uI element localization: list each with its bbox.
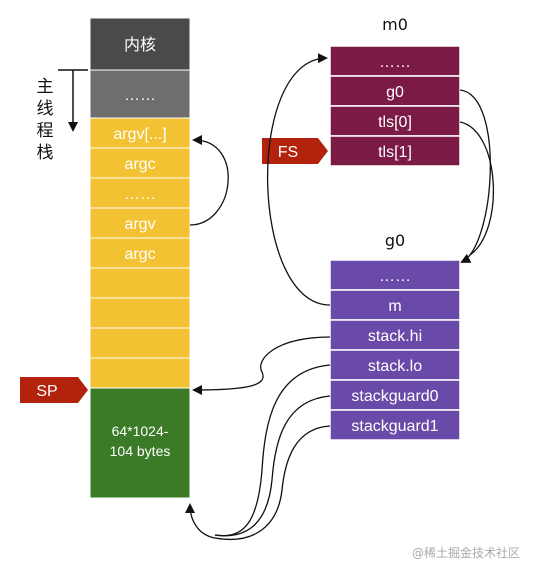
main-stack-cell bbox=[89, 327, 191, 359]
g0-cell bbox=[329, 319, 461, 351]
g0-title: g0 bbox=[385, 231, 405, 250]
m0-cell-text: …… bbox=[379, 54, 411, 71]
g0-cell-text: stackguard0 bbox=[351, 388, 438, 405]
watermark: @稀土掘金技术社区 bbox=[412, 545, 520, 560]
stack-lo-curve bbox=[214, 364, 331, 537]
main-stack-cell bbox=[89, 267, 191, 299]
g0-m-to-m0-arrow bbox=[266, 53, 331, 306]
g0-cell-text: stack.hi bbox=[368, 328, 422, 345]
main-stack-column: 内核 …… argv[...] argc …… argv argc 64*1024- 104 b… bbox=[89, 17, 191, 499]
fs-label: FS bbox=[278, 144, 298, 161]
main-stack-cell-text: …… bbox=[124, 186, 156, 203]
main-stack-cell bbox=[89, 69, 191, 119]
main-stack-cell bbox=[89, 207, 191, 239]
m0-cell-text: tls[0] bbox=[378, 114, 412, 131]
g0-cell-text: stackguard1 bbox=[351, 418, 438, 435]
stackguard1-to-stack-bottom-arrow bbox=[185, 425, 331, 540]
m0-cell-text: g0 bbox=[386, 84, 404, 101]
stackguard0-curve bbox=[214, 395, 331, 537]
main-stack-cell bbox=[89, 297, 191, 329]
main-stack-cell-text: …… bbox=[124, 87, 156, 104]
side-label-char: 主 bbox=[37, 77, 54, 97]
side-label-char: 程 bbox=[37, 121, 54, 141]
reserved-stack-block bbox=[89, 387, 191, 499]
m0-struct: …… g0 tls[0] tls[1] bbox=[329, 45, 461, 167]
m0-g0-to-g0-arrow bbox=[459, 89, 491, 263]
m0-cell bbox=[329, 135, 461, 167]
g0-cell bbox=[329, 409, 461, 441]
g0-cell-text: stack.lo bbox=[368, 358, 422, 375]
main-stack-cell-text: argc bbox=[124, 246, 155, 263]
g0-struct: …… m stack.hi stack.lo stackguard0 stackguard… bbox=[329, 259, 461, 441]
m0-cell-text: tls[1] bbox=[378, 144, 412, 161]
main-stack-cell bbox=[89, 357, 191, 389]
g0-cell bbox=[329, 289, 461, 321]
tls0-curve bbox=[459, 121, 495, 256]
stack-hi-to-sp-arrow bbox=[192, 336, 331, 395]
main-stack-cell-text: argv bbox=[124, 216, 155, 233]
main-stack-cell bbox=[89, 117, 191, 149]
fs-pointer: FS bbox=[262, 138, 328, 164]
side-label-char: 线 bbox=[37, 99, 54, 119]
main-stack-cell bbox=[89, 147, 191, 179]
main-stack-cell-text: 内核 bbox=[124, 36, 156, 54]
argv-to-argv-array-arrow bbox=[189, 135, 229, 226]
sp-pointer: SP bbox=[20, 377, 88, 403]
main-stack-cell bbox=[89, 17, 191, 71]
connectors bbox=[185, 53, 495, 540]
side-label-char: 栈 bbox=[37, 143, 54, 163]
main-stack-cell-text: argc bbox=[124, 156, 155, 173]
m0-title: m0 bbox=[382, 15, 408, 34]
g0-cell-text: …… bbox=[379, 268, 411, 285]
main-stack-cell-text: argv[...] bbox=[113, 126, 166, 143]
m0-cell bbox=[329, 105, 461, 137]
g0-cell bbox=[329, 379, 461, 411]
reserved-stack-text-line2: 104 bytes bbox=[110, 443, 171, 459]
g0-cell bbox=[329, 259, 461, 291]
g0-cell-text: m bbox=[388, 298, 401, 315]
main-stack-cell bbox=[89, 237, 191, 269]
reserved-stack-text-line1: 64*1024- bbox=[112, 423, 169, 439]
sp-label: SP bbox=[36, 383, 57, 400]
main-stack-cell bbox=[89, 177, 191, 209]
